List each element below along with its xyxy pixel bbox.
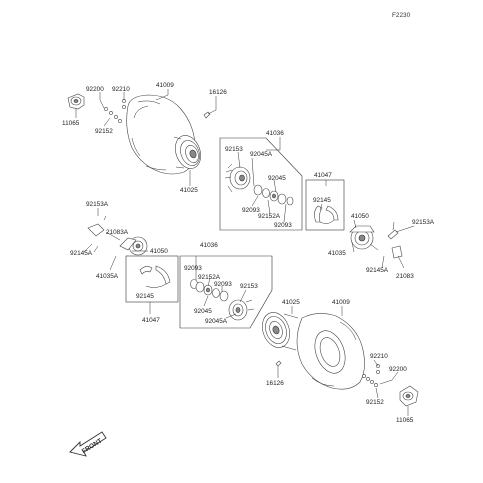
label-41035A-left: 41035A (96, 273, 119, 280)
label-41050-right: 41050 (351, 213, 369, 220)
label-21083-right: 21083 (396, 273, 414, 280)
label-92093-topbox-a: 92093 (242, 207, 260, 214)
label-92145-right: 92145 (313, 197, 331, 204)
tire-bottom (296, 313, 365, 390)
label-92153A-left: 92153A (86, 201, 109, 208)
label-92093-topbox-b: 92093 (274, 222, 292, 229)
hub-assembly-box-bottom (179, 255, 273, 329)
wheel-rim-top (173, 135, 201, 169)
brake-panel-left (87, 215, 148, 256)
label-21083A-left: 21083A (106, 229, 129, 236)
valve-top (203, 111, 211, 119)
label-92153A-right: 92153A (412, 219, 435, 226)
label-41035-right: 41035 (328, 250, 346, 257)
hub-cap-bottom (399, 385, 419, 407)
label-92152-top: 92152 (95, 128, 113, 135)
label-92093-botbox-a: 92093 (184, 265, 202, 272)
label-41050-left: 41050 (150, 248, 168, 255)
valve-bottom (275, 360, 282, 367)
label-92153-botbox: 92153 (240, 283, 258, 290)
label-92145A-right: 92145A (366, 267, 389, 274)
brake-shoe-box-left (125, 255, 179, 303)
label-92045-topbox: 92045 (268, 175, 286, 182)
label-11065-bottom: 11065 (396, 417, 414, 424)
label-41025-top: 41025 (180, 187, 198, 194)
label-92200-top: 92200 (86, 86, 104, 93)
label-92153-topbox: 92153 (225, 146, 243, 153)
label-92152-bottom: 92152 (366, 399, 384, 406)
label-41009-top: 41009 (156, 82, 174, 89)
label-41047-right: 41047 (314, 172, 332, 179)
label-92152A-botbox: 92152A (198, 274, 221, 281)
label-41025-bottom: 41025 (282, 299, 300, 306)
wheel-rim-bottom (262, 312, 299, 351)
front-direction-arrow: FRONT (69, 431, 107, 457)
washers-top-left (104, 99, 126, 123)
hub-assembly-box-top (219, 137, 303, 231)
hub-cap-top (67, 93, 85, 110)
brake-shoe-box-right (305, 179, 345, 231)
label-92145A-left: 92145A (70, 250, 93, 257)
label-92152A-topbox: 92152A (258, 213, 281, 220)
label-41036-bottom: 41036 (200, 242, 218, 249)
label-92093-botbox-b: 92093 (214, 281, 232, 288)
label-16126-top: 16126 (209, 89, 227, 96)
label-92045A-botbox: 92045A (205, 318, 228, 325)
part-labels: 41009 16126 92200 92210 92152 11065 4102… (62, 82, 435, 424)
label-92045A-topbox: 92045A (250, 151, 273, 158)
label-92210-top: 92210 (112, 86, 130, 93)
label-16126-bottom: 16126 (266, 380, 284, 387)
label-92045-botbox: 92045 (194, 308, 212, 315)
label-11065-top: 11065 (62, 120, 80, 127)
label-41047-left: 41047 (142, 317, 160, 324)
leader-lines (75, 89, 415, 416)
label-92200-bottom: 92200 (389, 366, 407, 373)
figure-id: F2230 (392, 12, 411, 19)
label-92210-bottom: 92210 (370, 353, 388, 360)
brake-panel-right (349, 221, 403, 259)
label-41009-bottom: 41009 (332, 299, 350, 306)
label-92145-left: 92145 (136, 293, 154, 300)
label-41036-top: 41036 (266, 130, 284, 137)
washers-bottom-right (362, 364, 380, 387)
